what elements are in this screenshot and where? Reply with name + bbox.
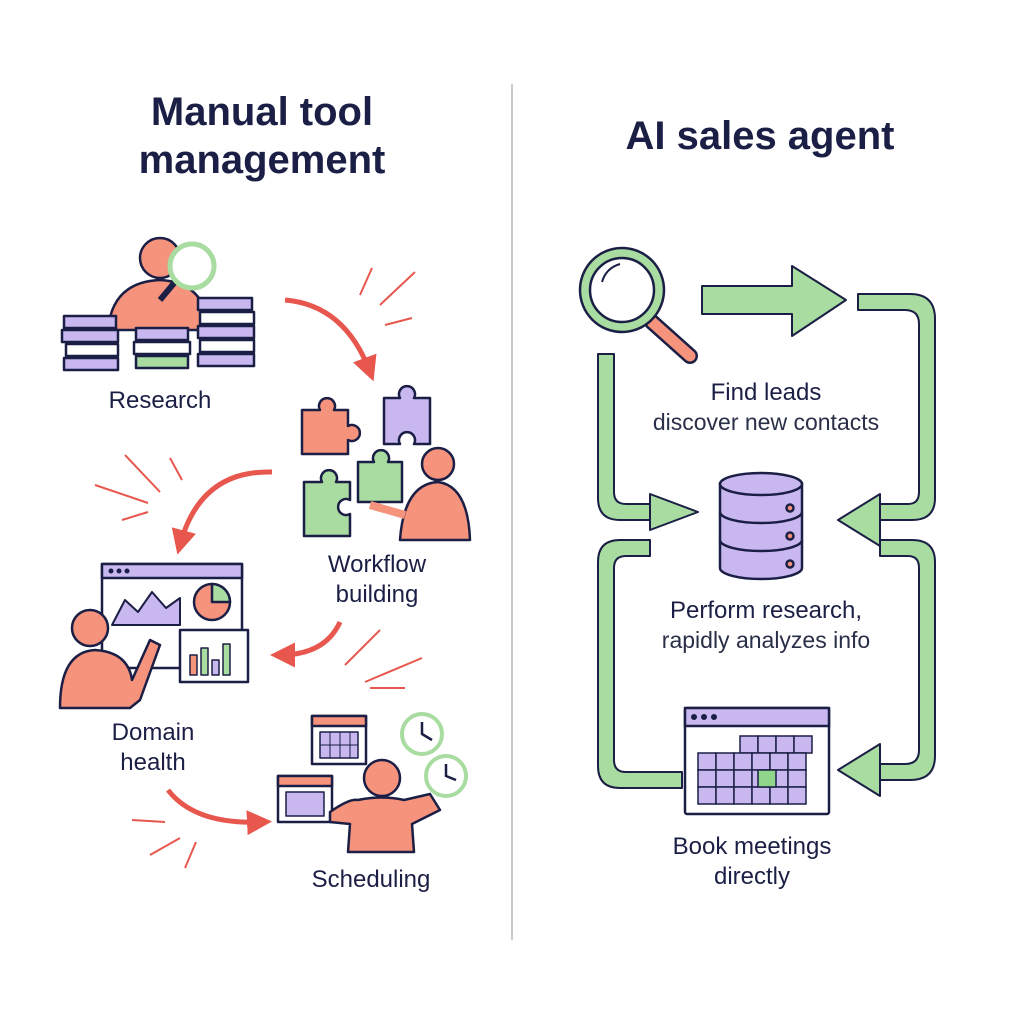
arrow-into-domain	[270, 620, 343, 668]
scheduling-label: Scheduling	[311, 866, 431, 893]
arrow-domain-to-scheduling	[166, 788, 272, 836]
domain-label-line1: Domain	[111, 719, 195, 746]
arrow-research-to-workflow	[284, 297, 377, 382]
scheduling-illustration	[276, 712, 468, 854]
book-label-line2: directly	[713, 863, 791, 890]
research-label: Research	[108, 387, 212, 414]
find-leads-sub: discover new contacts	[652, 409, 880, 435]
motion-lines-1	[359, 267, 416, 326]
workflow-illustration	[300, 384, 472, 542]
left-panel-title: Manual tool management	[62, 88, 462, 184]
domain-health-label: Domain health	[53, 718, 253, 778]
workflow-label-line1: Workflow	[327, 551, 427, 578]
motion-lines-4	[131, 819, 197, 869]
book-meetings-label: Book meetings directly	[552, 832, 952, 892]
find-leads-text: Find leads discover new contacts	[566, 378, 966, 436]
find-leads-magnifier	[578, 246, 698, 364]
research-illustration	[60, 236, 256, 372]
domain-health-illustration	[58, 562, 250, 710]
arrow-workflow-to-domain	[171, 469, 273, 555]
agent-loop	[597, 265, 936, 797]
left-title-line2: management	[138, 138, 386, 182]
workflow-label: Workflow building	[277, 550, 477, 610]
motion-lines-3	[344, 629, 423, 689]
workflow-label-line2: building	[335, 581, 419, 608]
perform-research-title: Perform research,	[669, 597, 863, 624]
booking-calendar	[683, 706, 831, 816]
book-label-line1: Book meetings	[672, 833, 832, 860]
left-title-line1: Manual tool	[150, 90, 374, 134]
perform-research-sub: rapidly analyzes info	[661, 627, 871, 653]
domain-label-line2: health	[120, 749, 186, 776]
right-panel-title: AI sales agent	[625, 114, 895, 158]
motion-lines-2	[94, 454, 183, 521]
research-database	[718, 471, 804, 581]
perform-research-text: Perform research, rapidly analyzes info	[566, 596, 966, 654]
find-leads-title: Find leads	[710, 379, 822, 406]
